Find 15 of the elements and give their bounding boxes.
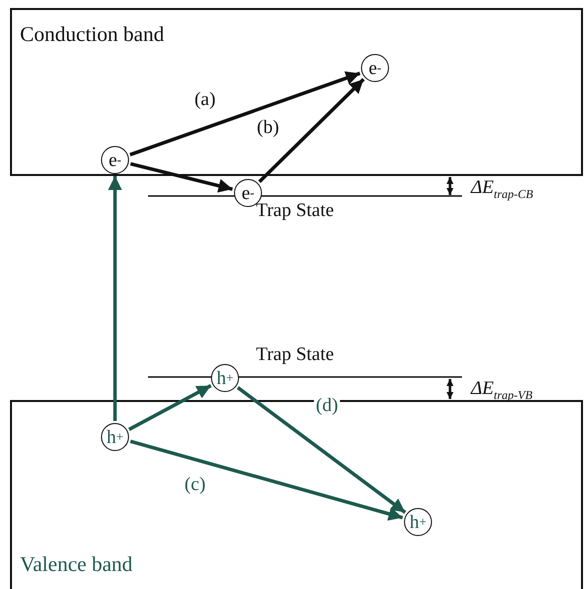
edge-label: (c): [182, 474, 208, 496]
arrow: [236, 386, 406, 514]
band-label: Valence band: [20, 552, 133, 577]
edge-label: (b): [254, 117, 282, 139]
arrow: [258, 78, 365, 184]
arrow: [130, 162, 233, 193]
arrow: [130, 71, 360, 156]
level-label: Trap State: [256, 344, 334, 366]
band-label: Conduction band: [20, 22, 164, 47]
arrow: [130, 440, 404, 521]
edge-label: (d): [314, 395, 340, 417]
arrow: [108, 176, 122, 421]
arrow: [128, 384, 212, 431]
energy-gap-label: ΔE$_{trap-VB}$: [470, 379, 534, 398]
edge-label: (a): [192, 89, 218, 111]
